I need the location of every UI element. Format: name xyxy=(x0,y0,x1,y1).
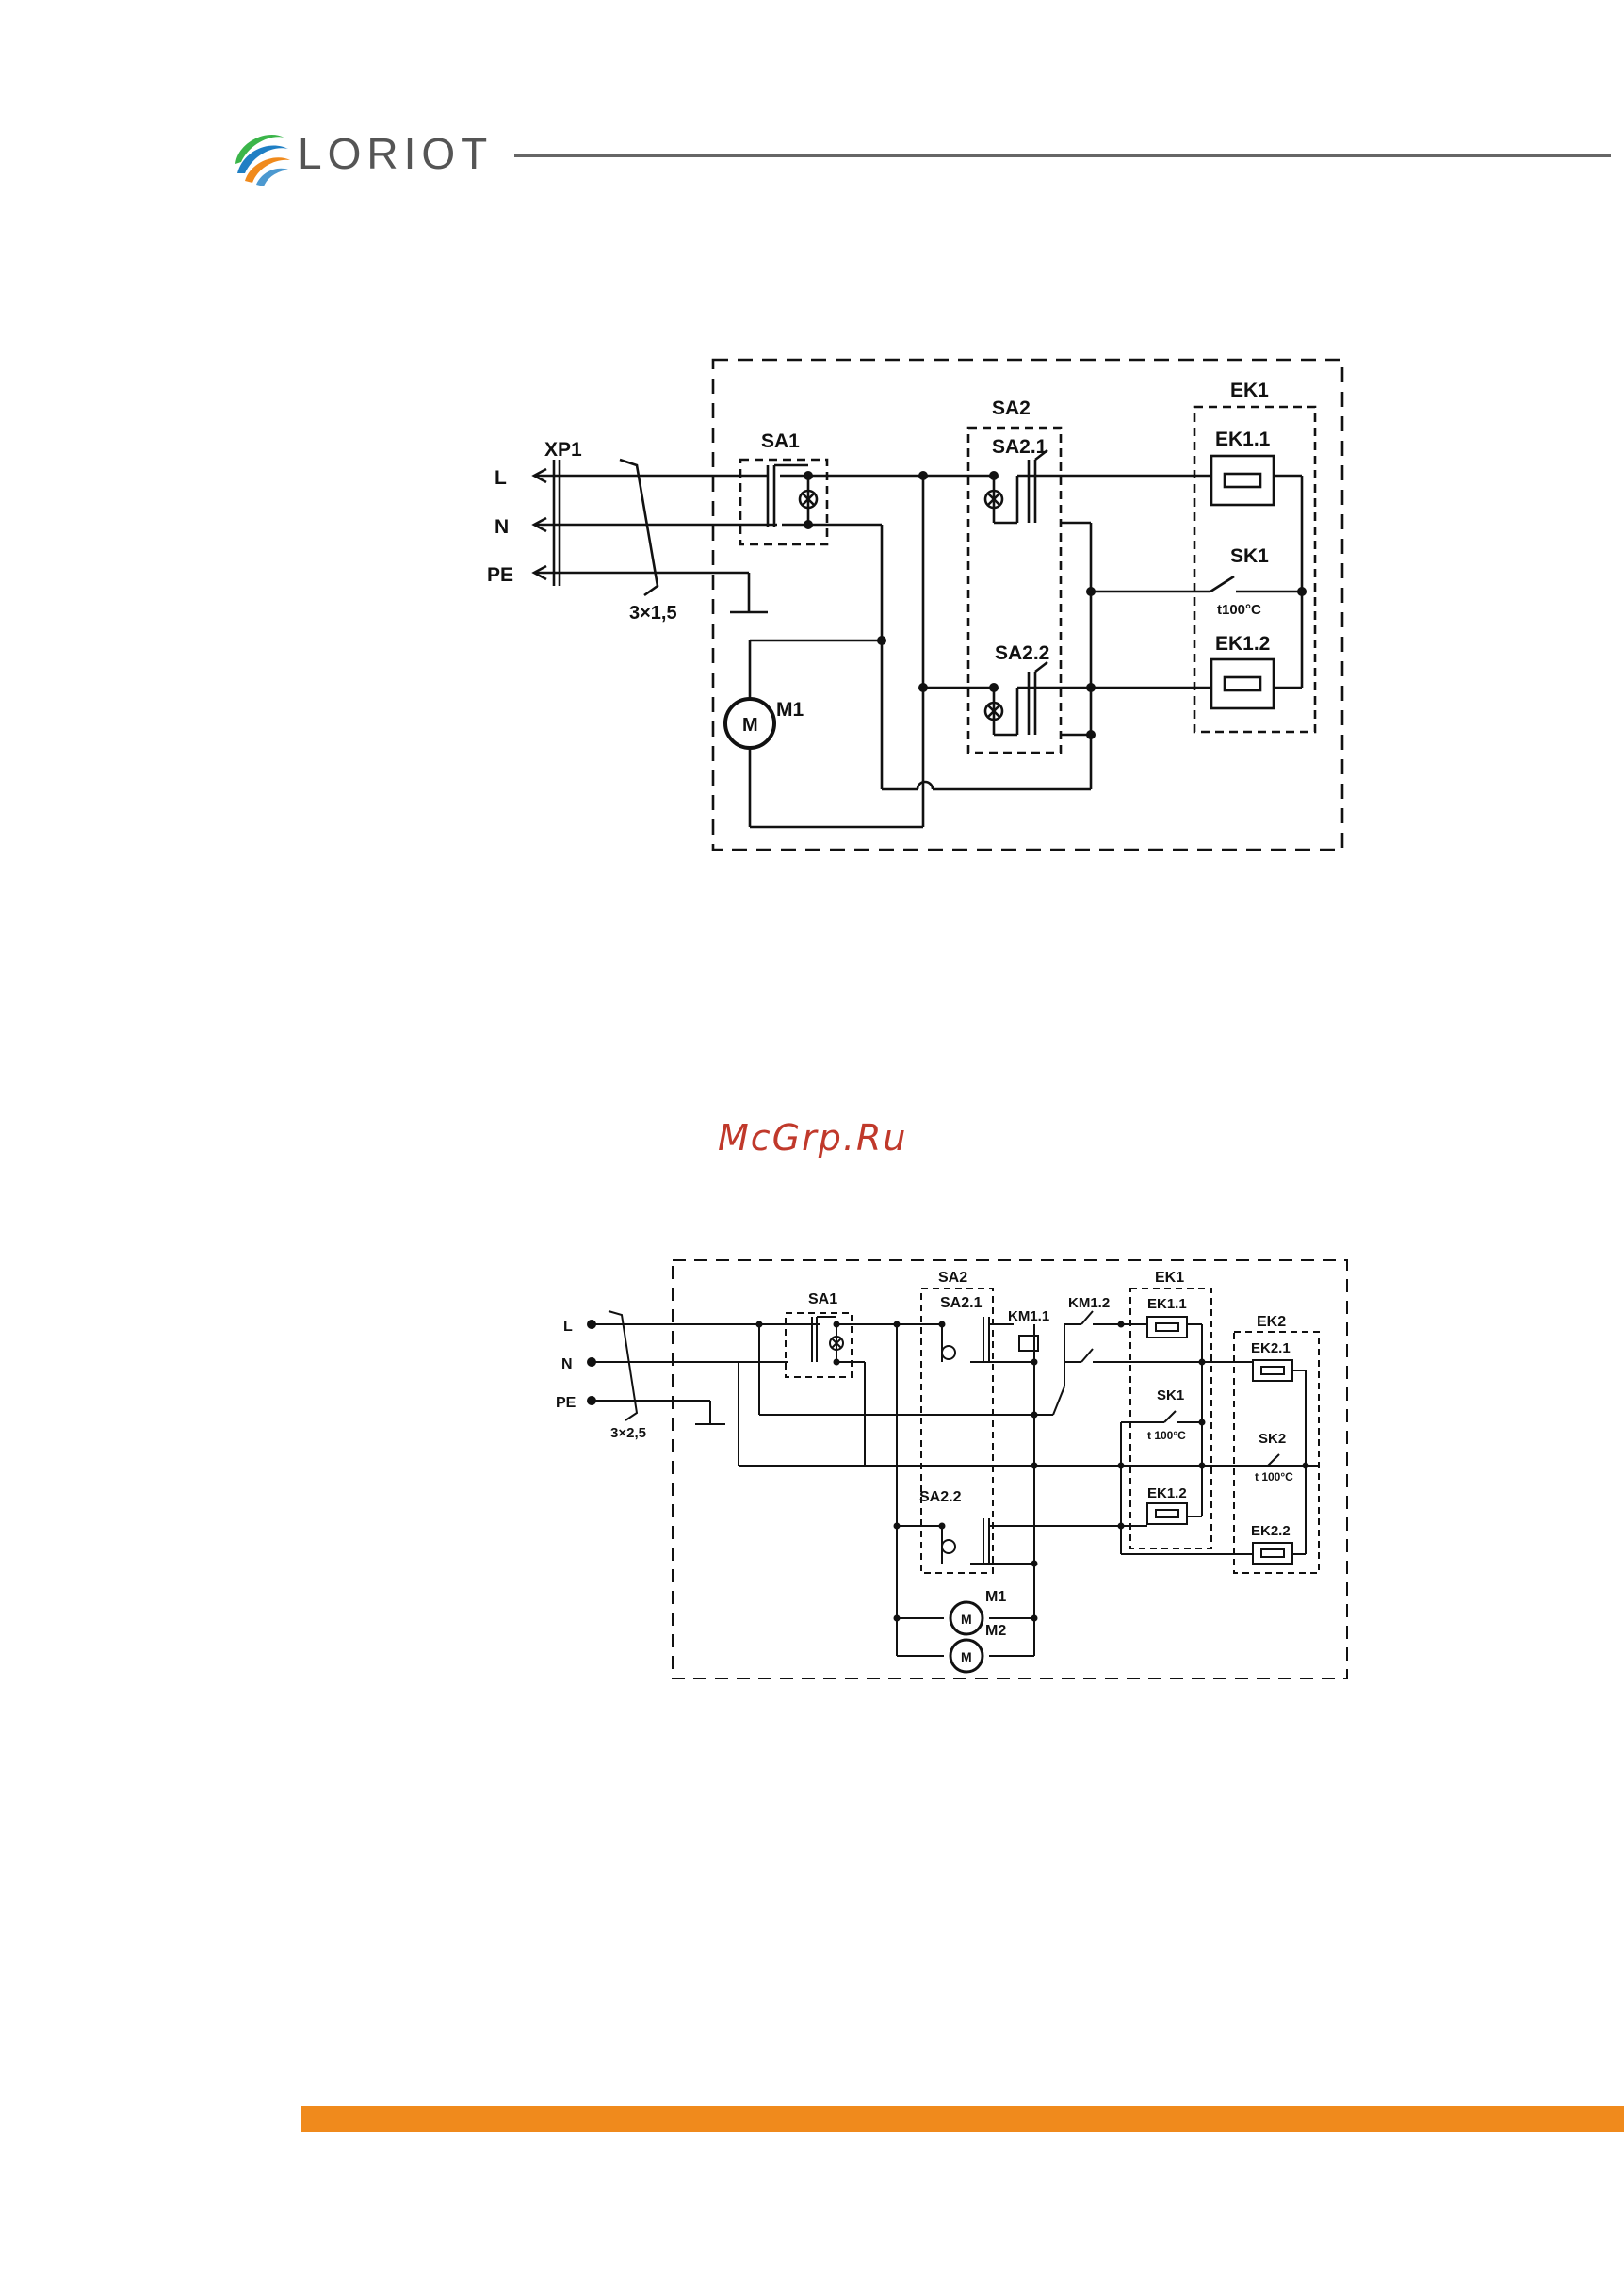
ek1-1-box xyxy=(1211,456,1274,505)
d2-km1-1-label: KM1.1 xyxy=(1008,1308,1049,1324)
footer-bar xyxy=(301,2106,1624,2132)
d2-ek2-label: EK2 xyxy=(1257,1314,1286,1330)
wiring-diagram-1: L N PE XP1 3×1,5 SA1 SA2 SA2.1 SA2.2 EK1… xyxy=(0,0,1624,904)
d1-terminal-pe: PE xyxy=(487,564,513,586)
d2-terminal-pe: PE xyxy=(556,1395,577,1411)
d1-connector-label: XP1 xyxy=(544,439,582,461)
ek1-2-element xyxy=(1225,677,1260,690)
d1-cable-label: 3×1,5 xyxy=(629,603,677,624)
d1-sa2-2-label: SA2.2 xyxy=(995,642,1049,664)
d1-sk1-label: SK1 xyxy=(1230,545,1269,567)
sa1-box xyxy=(740,460,827,544)
d1-sk1-temp: t100°C xyxy=(1217,602,1261,618)
d2-cable-label: 3×2,5 xyxy=(610,1425,646,1441)
d2-sk2-label: SK2 xyxy=(1259,1431,1286,1447)
d2-terminal-l: L xyxy=(563,1319,573,1335)
d1-sa1-label: SA1 xyxy=(761,430,800,452)
d2-sa1-label: SA1 xyxy=(808,1291,837,1307)
d2-ek1-label: EK1 xyxy=(1155,1270,1184,1286)
d2-ek1-2-label: EK1.2 xyxy=(1147,1485,1187,1501)
wiring-diagram-2: L N PE 3×2,5 SA1 SA2 SA2.1 SA2.2 KM1.1 K… xyxy=(0,1224,1624,2166)
d1-ek1-2-label: EK1.2 xyxy=(1215,633,1270,655)
d1-motor-symbol: M xyxy=(742,715,758,736)
d2-sk1-label: SK1 xyxy=(1157,1387,1184,1403)
d2-m2-label: M2 xyxy=(985,1623,1006,1639)
d1-sa2-1-label: SA2.1 xyxy=(992,436,1047,458)
d1-sa2-label: SA2 xyxy=(992,397,1031,419)
d2-sa2-box xyxy=(921,1289,993,1573)
d2-ek1-1-label: EK1.1 xyxy=(1147,1296,1187,1312)
d2-motor1-symbol: M xyxy=(961,1612,972,1627)
ek1-1-element xyxy=(1225,474,1260,487)
d2-sk2-temp: t 100°C xyxy=(1255,1470,1293,1483)
d2-sk1-temp: t 100°C xyxy=(1147,1429,1186,1442)
d1-terminal-l: L xyxy=(495,467,507,489)
d2-sa2-label: SA2 xyxy=(938,1270,967,1286)
d2-m1-label: M1 xyxy=(985,1589,1006,1605)
d2-terminal-n: N xyxy=(561,1356,573,1372)
ek1-2-box xyxy=(1211,659,1274,708)
d2-sa1-box xyxy=(786,1313,852,1377)
d2-ek2-1-label: EK2.1 xyxy=(1251,1340,1291,1356)
d2-km1-2-label: KM1.2 xyxy=(1068,1295,1110,1311)
d2-sa2-1-label: SA2.1 xyxy=(940,1295,983,1311)
d2-ek2-2-label: EK2.2 xyxy=(1251,1523,1291,1539)
d1-terminal-n: N xyxy=(495,516,509,538)
d1-ek1-1-label: EK1.1 xyxy=(1215,429,1271,450)
d2-sa2-2-label: SA2.2 xyxy=(919,1489,962,1505)
d1-ek1-label: EK1 xyxy=(1230,380,1269,401)
d2-motor2-symbol: M xyxy=(961,1649,972,1664)
d1-m1-label: M1 xyxy=(776,699,804,721)
watermark-text: McGrp.Ru xyxy=(718,1117,907,1159)
